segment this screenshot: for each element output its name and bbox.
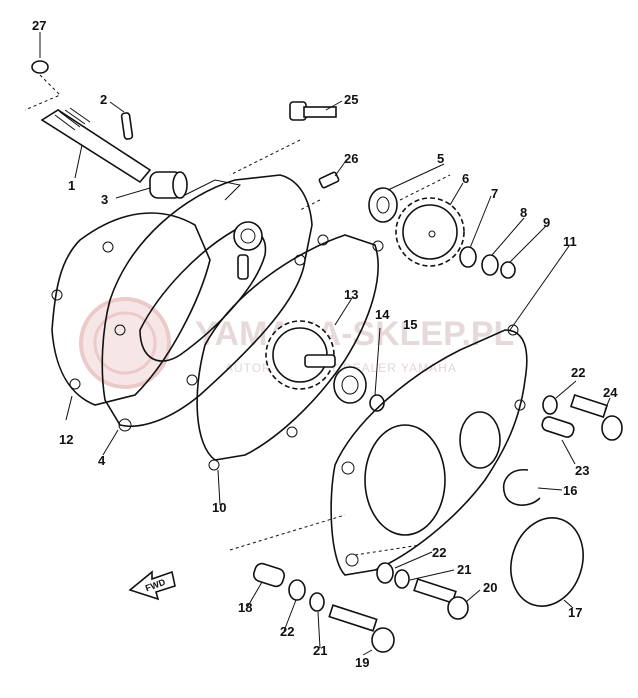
callout-20: 20 <box>483 580 497 595</box>
fwd-arrow: FWD <box>128 570 176 601</box>
bolt-20 <box>413 578 469 620</box>
callout-12: 12 <box>59 432 73 447</box>
o-ring-17 <box>510 517 584 607</box>
washer-21-lower <box>309 592 325 612</box>
washer-22-right <box>542 395 558 415</box>
cover-11 <box>330 329 528 576</box>
bushing-3 <box>149 171 188 199</box>
callout-17: 17 <box>568 605 582 620</box>
callout-7: 7 <box>491 186 498 201</box>
washer-21-mid <box>394 569 410 589</box>
callout-16: 16 <box>563 483 577 498</box>
bolt-24 <box>569 394 623 441</box>
bolt-25 <box>289 101 337 121</box>
washer-22-mid <box>376 562 394 584</box>
dowel-23 <box>541 416 575 438</box>
callout-15: 15 <box>403 317 417 332</box>
bolt-19 <box>328 604 395 653</box>
bearing-5 <box>368 187 398 223</box>
shaft-1 <box>40 107 152 184</box>
callout-13: 13 <box>344 287 358 302</box>
callout-6: 6 <box>462 171 469 186</box>
callout-1: 1 <box>68 178 75 193</box>
callout-21-lower: 21 <box>313 643 327 658</box>
washer-8 <box>481 254 499 276</box>
callout-5: 5 <box>437 151 444 166</box>
callout-8: 8 <box>520 205 527 220</box>
callout-9: 9 <box>543 215 550 230</box>
circlip-9 <box>500 261 516 279</box>
gear-6 <box>395 197 465 267</box>
callout-24: 24 <box>603 385 618 400</box>
circlip-16 <box>503 469 541 506</box>
bearing-14 <box>333 366 367 404</box>
callout-25: 25 <box>344 92 358 107</box>
callout-22-lower: 22 <box>280 624 294 639</box>
fwd-label: FWD <box>144 577 167 594</box>
callout-23: 23 <box>575 463 589 478</box>
callout-18: 18 <box>238 600 252 615</box>
dowel-18 <box>252 562 286 588</box>
callout-2: 2 <box>100 92 107 107</box>
callout-26: 26 <box>344 151 358 166</box>
callout-4: 4 <box>98 453 106 468</box>
callout-14: 14 <box>375 307 390 322</box>
callout-11: 11 <box>563 234 577 249</box>
callout-3: 3 <box>101 192 108 207</box>
bolt-26 <box>318 171 340 189</box>
washer-27 <box>31 60 49 74</box>
gasket-10 <box>196 234 379 461</box>
washer-22-lower <box>288 579 306 601</box>
pin-2 <box>120 112 134 140</box>
callout-labels: 27 2 1 3 25 26 5 6 7 8 9 11 13 14 15 22 … <box>32 18 618 670</box>
housing-4 <box>101 174 313 427</box>
callout-21-mid: 21 <box>457 562 471 577</box>
callout-22-right: 22 <box>571 365 585 380</box>
callout-19: 19 <box>355 655 369 670</box>
callout-22-mid: 22 <box>432 545 446 560</box>
gear-13 <box>265 320 336 390</box>
washer-7 <box>459 246 477 268</box>
watermark-brand: YAMAHA-SKLEP.PL <box>195 315 514 353</box>
callout-10: 10 <box>212 500 226 515</box>
callout-27: 27 <box>32 18 46 33</box>
gasket-12 <box>51 212 211 406</box>
